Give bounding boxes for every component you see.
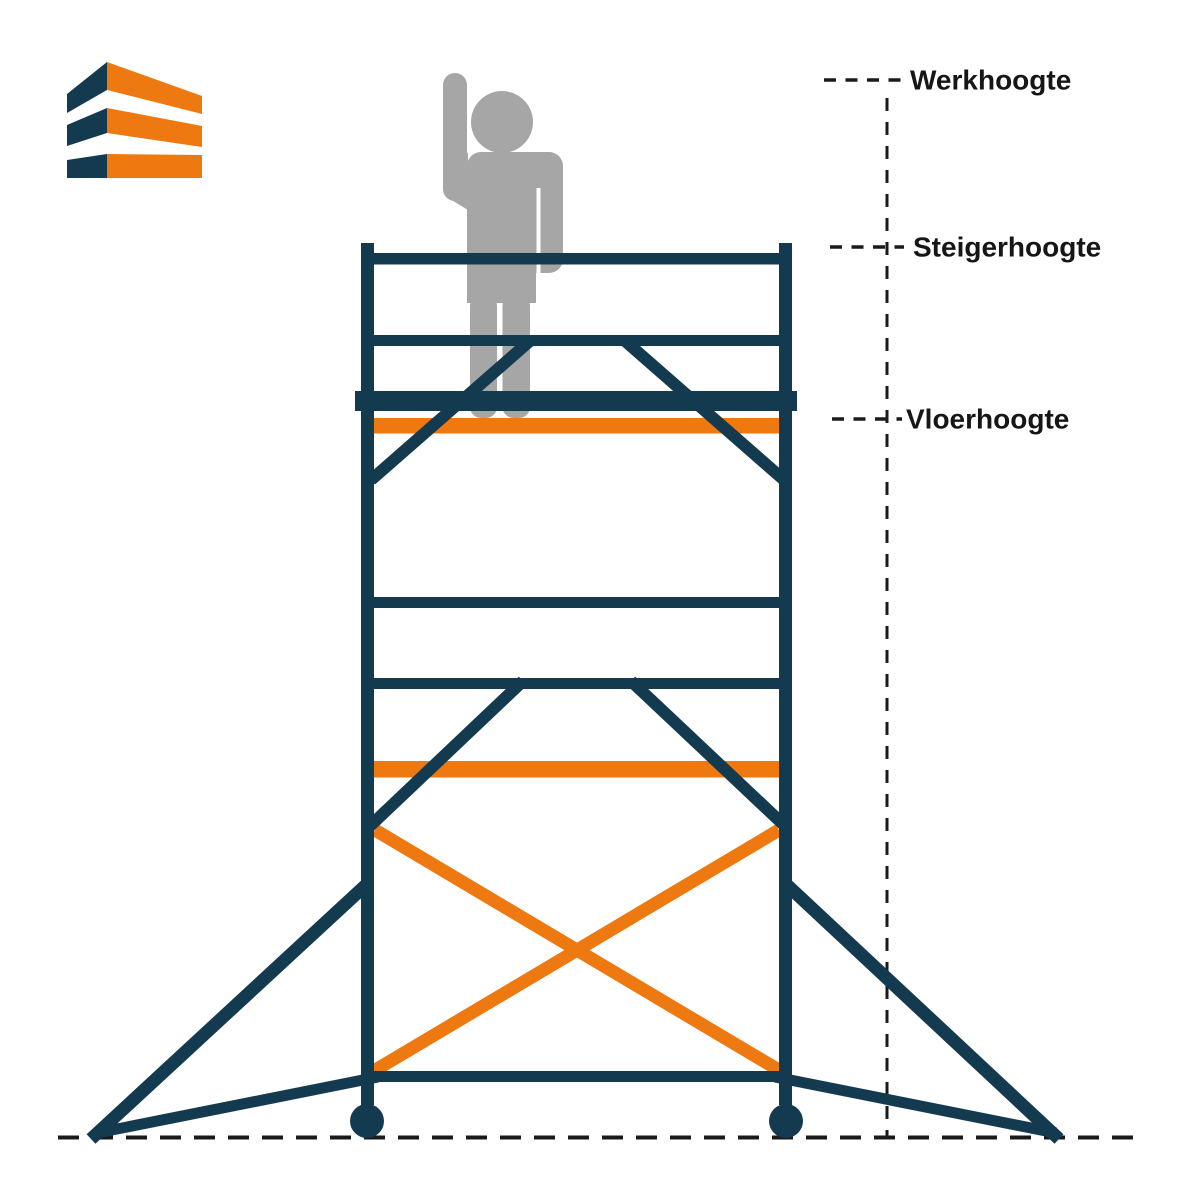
- scaffold-tower: [86, 243, 1064, 1144]
- person-shoulder: [445, 152, 468, 210]
- person-arm-gap: [536, 188, 541, 273]
- toeboard-upper-orange: [374, 418, 779, 434]
- rail-lower-mid: [374, 678, 779, 689]
- logo-beam-bottom-dark: [67, 154, 107, 178]
- cross-brace-orange-2: [368, 824, 783, 1078]
- logo-beam-bottom-orange: [107, 154, 202, 178]
- diagonal-brace-top-left: [367, 335, 535, 485]
- height-labels: Werkhoogte Steigerhoogte Vloerhoogte: [906, 65, 1101, 435]
- stabilizer-right-steep: [781, 879, 1064, 1144]
- toeboard-lower-orange: [374, 761, 779, 778]
- platform-deck: [355, 391, 797, 411]
- logo-beam-middle-orange: [107, 108, 202, 147]
- diagonal-brace-mid-right: [626, 676, 791, 832]
- steigerhoogte-label: Steigerhoogte: [913, 232, 1101, 263]
- rail-upper-mid: [374, 597, 779, 608]
- logo-beam-top-orange: [107, 62, 202, 114]
- stabilizer-right-shallow: [773, 1071, 1058, 1139]
- scaffold-post-right: [779, 243, 792, 1105]
- vloerhoogte-label: Vloerhoogte: [906, 404, 1069, 435]
- person-head: [471, 91, 533, 153]
- bottom-rail: [374, 1071, 779, 1082]
- diagonal-brace-mid-left: [364, 676, 528, 832]
- diagonal-brace-top-right: [620, 335, 788, 485]
- wheel-right: [769, 1104, 803, 1138]
- top-guardrail: [361, 253, 792, 265]
- scaffold-post-left: [361, 243, 374, 1105]
- mid-guardrail: [374, 335, 779, 346]
- logo-beam-middle-dark: [67, 108, 107, 146]
- reference-lines: [58, 78, 1145, 1140]
- brand-logo-icon: [67, 62, 202, 178]
- logo-beam-top-dark: [67, 62, 107, 113]
- werkhoogte-label: Werkhoogte: [910, 65, 1071, 96]
- stabilizer-left-shallow: [95, 1071, 380, 1139]
- stabilizer-left-steep: [86, 879, 372, 1144]
- wheel-left: [350, 1104, 384, 1138]
